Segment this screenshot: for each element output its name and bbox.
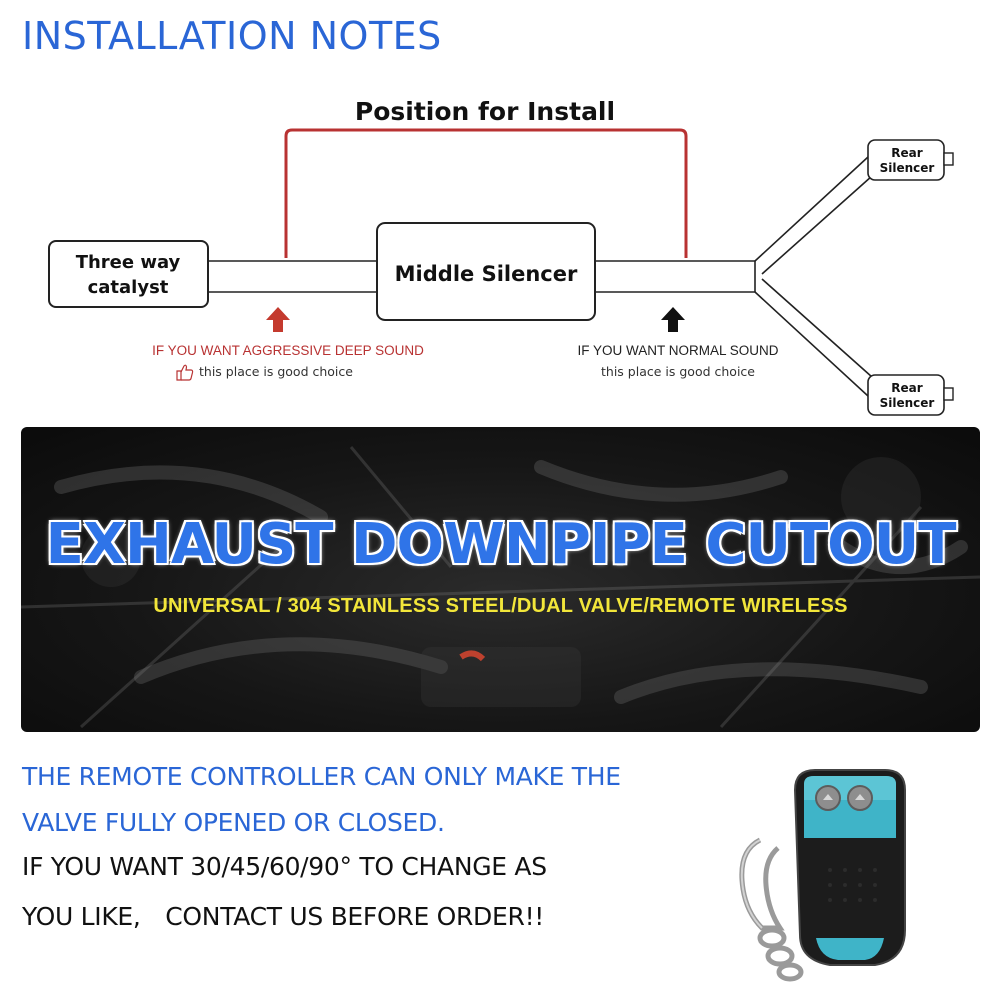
page-heading: INSTALLATION NOTES: [22, 14, 442, 58]
normal-sound-label: IF YOU WANT NORMAL SOUND: [577, 343, 778, 358]
pipe-branch-top: [754, 156, 873, 275]
note-line-3: IF YOU WANT 30/45/60/90° TO CHANGE AS: [22, 852, 547, 881]
rear-silencer-bottom-line1: Rear: [891, 381, 922, 395]
note-line-2: VALVE FULLY OPENED OR CLOSED.: [22, 808, 445, 837]
arrow-up-red-icon: [266, 307, 290, 332]
engine-bay-background: [21, 446, 980, 729]
rear-silencer-bottom-line2: Silencer: [880, 396, 935, 410]
rear-silencer-bottom: Rear Silencer: [867, 374, 954, 416]
catalyst-label-line2: catalyst: [88, 277, 169, 298]
pipe-catalyst-to-middle: [208, 260, 378, 293]
note-line-4: YOU LIKE, CONTACT US BEFORE ORDER!!: [22, 902, 545, 931]
banner-subtitle: UNIVERSAL / 304 STAINLESS STEEL/DUAL VAL…: [153, 595, 848, 617]
note-line-1: THE REMOTE CONTROLLER CAN ONLY MAKE THE: [22, 762, 621, 791]
normal-sound-sublabel: this place is good choice: [601, 364, 755, 379]
install-position-bracket: [284, 128, 688, 258]
remote-control-image: [739, 769, 906, 982]
catalyst-label-line1: Three way: [76, 252, 181, 273]
rear-silencer-top-line2: Silencer: [880, 161, 935, 175]
thumbs-up-icon: [176, 364, 194, 381]
middle-silencer-label: Middle Silencer: [395, 262, 578, 286]
keyring-clip: [739, 837, 785, 931]
rear-silencer-top: Rear Silencer: [867, 139, 954, 181]
banner-title: EXHAUST DOWNPIPE CUTOUT: [45, 511, 958, 578]
pipe-middle-to-split: [595, 260, 756, 293]
middle-silencer-box: Middle Silencer: [376, 222, 596, 321]
aggressive-sound-label: IF YOU WANT AGGRESSIVE DEEP SOUND: [152, 343, 424, 358]
exhaust-diagram: Position for Install Three way catalyst …: [48, 97, 954, 416]
diagram-title: Position for Install: [355, 97, 615, 126]
pipe-branch-bottom: [754, 278, 873, 397]
rear-silencer-top-line1: Rear: [891, 146, 922, 160]
catalyst-box: Three way catalyst: [48, 240, 209, 308]
product-banner: EXHAUST DOWNPIPE CUTOUT UNIVERSAL / 304 …: [21, 427, 980, 732]
aggressive-sound-sublabel: this place is good choice: [199, 364, 353, 379]
arrow-up-black-icon: [661, 307, 685, 332]
